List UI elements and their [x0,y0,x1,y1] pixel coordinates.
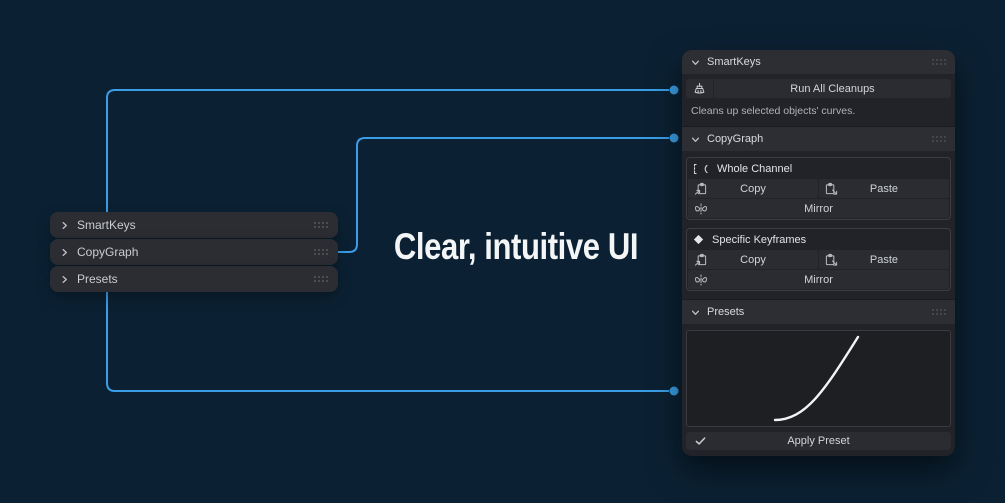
paintbrush-icon [694,82,705,94]
smartkeys-title: SmartKeys [707,56,761,68]
butterfly-mirror-icon [694,203,708,214]
copygraph-header[interactable]: CopyGraph [682,126,955,151]
connector-endpoint-copygraph [669,133,679,143]
group-title-label: Whole Channel [717,162,793,175]
drag-handle-icon[interactable] [313,275,328,283]
connector-smartkeys [106,89,669,214]
chevron-down-icon [691,60,700,65]
expanded-panel-group: SmartKeys Run All Cleanups Cleans up sel… [682,50,955,456]
mirror-button[interactable]: Mirror [688,270,949,289]
mirror-button-label: Mirror [804,273,833,286]
brush-button[interactable] [686,79,713,98]
clipboard-copy-icon [694,253,707,266]
connector-endpoint-smartkeys [669,85,679,95]
copy-button-label: Copy [740,182,766,195]
copy-button-label: Copy [740,253,766,266]
presets-title: Presets [707,306,745,318]
smartkeys-body: Run All Cleanups Cleans up selected obje… [682,74,955,126]
drag-handle-icon[interactable] [931,135,946,143]
headline-text: Clear, intuitive UI [393,226,639,267]
ease-in-curve [773,335,860,422]
collapsed-panel-smartkeys[interactable]: SmartKeys [50,212,338,238]
chevron-down-icon [691,310,700,315]
left-panel-stack: SmartKeys CopyGraph Presets [50,212,338,293]
apply-preset-button[interactable]: Apply Preset [686,432,951,450]
smartkeys-description: Cleans up selected objects' curves. [691,105,856,117]
checkmark-icon [695,437,706,445]
drag-handle-icon[interactable] [313,248,328,256]
connector-copygraph [337,137,669,253]
chevron-right-icon [62,248,67,256]
collapsed-panel-label: SmartKeys [77,218,136,232]
keyframe-diamond-icon [693,234,704,245]
collapsed-panel-presets[interactable]: Presets [50,266,338,292]
chevron-down-icon [691,137,700,142]
apply-preset-label: Apply Preset [787,435,850,447]
specific-keyframes-group: Specific Keyframes Copy Paste Mirr [686,228,951,291]
presets-header[interactable]: Presets [682,299,955,324]
paste-button[interactable]: Paste [819,250,949,269]
whole-channel-title-row: Whole Channel [688,159,949,178]
drag-handle-icon[interactable] [931,308,946,316]
whole-channel-group: Whole Channel Copy Paste Mirror [686,157,951,220]
butterfly-mirror-icon [694,274,708,285]
paste-button-label: Paste [869,182,899,195]
copygraph-body: Whole Channel Copy Paste Mirror [682,151,955,299]
clipboard-paste-icon [825,182,838,195]
copygraph-title: CopyGraph [707,133,764,145]
mirror-button[interactable]: Mirror [688,199,949,218]
paste-button-label: Paste [869,253,899,266]
preset-curve-preview[interactable] [686,330,951,427]
clipboard-copy-icon [694,182,707,195]
chevron-right-icon [62,275,67,283]
run-all-cleanups-button[interactable]: Run All Cleanups [714,79,951,98]
copy-button[interactable]: Copy [688,179,818,198]
copy-button[interactable]: Copy [688,250,818,269]
collapsed-panel-label: CopyGraph [77,245,139,259]
mirror-button-label: Mirror [804,202,833,215]
collapsed-panel-label: Presets [77,272,118,286]
group-title-label: Specific Keyframes [712,233,807,246]
clipboard-paste-icon [825,253,838,266]
smartkeys-header[interactable]: SmartKeys [682,50,955,74]
collapsed-panel-copygraph[interactable]: CopyGraph [50,239,338,265]
paste-button[interactable]: Paste [819,179,949,198]
channel-marquee-icon [693,163,708,174]
drag-handle-icon[interactable] [313,221,328,229]
presets-body: Apply Preset [682,324,955,450]
specific-keyframes-title-row: Specific Keyframes [688,230,949,249]
connector-endpoint-presets [669,386,679,396]
connector-presets [106,292,669,392]
drag-handle-icon[interactable] [931,58,946,66]
chevron-right-icon [62,221,67,229]
